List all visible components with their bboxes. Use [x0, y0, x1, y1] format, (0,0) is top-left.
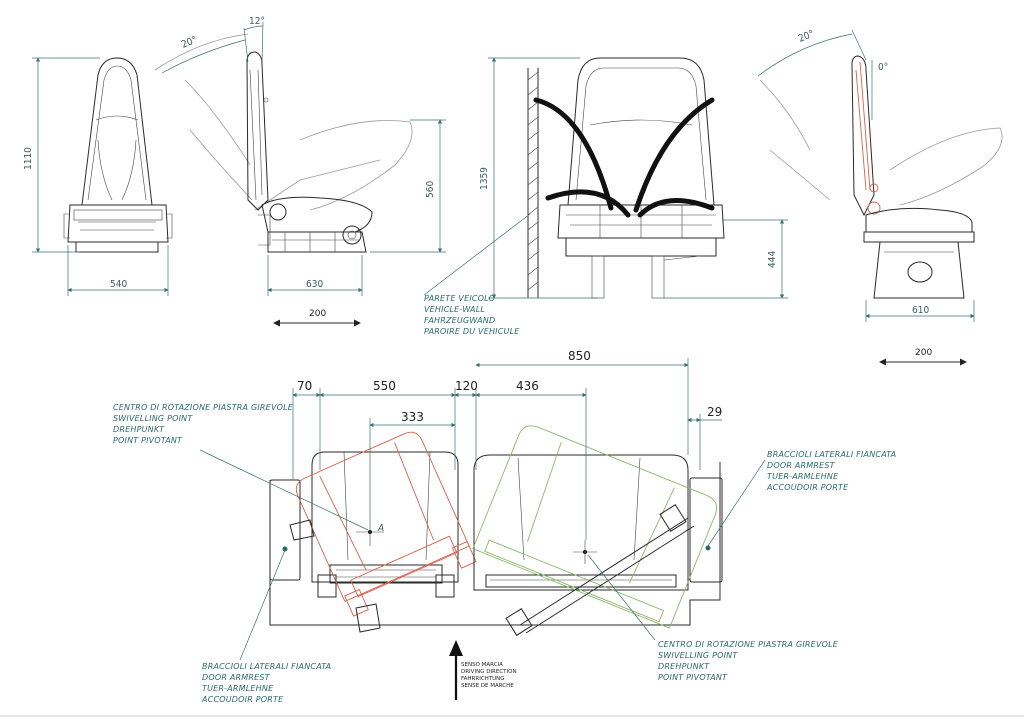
svg-text:436: 436: [516, 379, 539, 393]
dimension-height-1359: 1359: [479, 57, 598, 299]
vehicle-wall: [527, 68, 539, 298]
svg-text:DREHPUNKT: DREHPUNKT: [658, 662, 710, 671]
swivel-arrows-marker: [533, 97, 715, 218]
plan-dimension-850: 850: [475, 349, 689, 455]
dimension-height-444: 444: [664, 219, 788, 299]
svg-text:29: 29: [707, 405, 722, 419]
svg-text:SENSE DE MARCHE: SENSE DE MARCHE: [461, 683, 514, 689]
svg-text:70: 70: [297, 379, 312, 393]
svg-text:630: 630: [306, 279, 323, 290]
svg-text:CENTRO DI ROTAZIONE PIASTRA GI: CENTRO DI ROTAZIONE PIASTRA GIREVOLE: [113, 403, 294, 412]
rear-view-seat: [557, 57, 725, 299]
svg-text:0°: 0°: [878, 62, 888, 73]
armrest-note-right: BRACCIOLI LATERALI FIANCATA DOOR ARMREST…: [707, 450, 896, 547]
svg-text:ACCOUDOIR PORTE: ACCOUDOIR PORTE: [766, 483, 849, 492]
svg-text:1110: 1110: [23, 147, 34, 170]
svg-text:DRIVING DIRECTION: DRIVING DIRECTION: [461, 669, 517, 675]
right-side-view-seat: [759, 55, 1003, 299]
travel-200-right: 200: [879, 348, 967, 366]
svg-text:FAHRRICHTUNG: FAHRRICHTUNG: [461, 676, 505, 682]
dimension-depth-630: 630: [267, 255, 363, 296]
svg-text:ACCOUDOIR PORTE: ACCOUDOIR PORTE: [201, 695, 284, 704]
angle-0: 0°: [871, 60, 888, 120]
dimension-depth-610: 610: [865, 300, 975, 322]
plan-dimension-120: 120: [454, 379, 478, 470]
svg-text:200: 200: [309, 309, 326, 319]
svg-text:540: 540: [110, 279, 127, 290]
plan-view: [269, 425, 723, 636]
svg-text:1359: 1359: [479, 167, 490, 190]
svg-text:BRACCIOLI LATERALI FIANCATA: BRACCIOLI LATERALI FIANCATA: [202, 662, 331, 671]
svg-text:200: 200: [915, 348, 932, 358]
pivot-label: A: [377, 523, 384, 534]
plan-dimension-70: 70: [292, 379, 321, 480]
svg-text:A: A: [377, 523, 384, 534]
angle-20-side: 20°: [161, 35, 246, 74]
svg-text:PAROIRE DU VEHICULE: PAROIRE DU VEHICULE: [424, 327, 520, 336]
svg-text:CENTRO DI ROTAZIONE PIASTRA GI: CENTRO DI ROTAZIONE PIASTRA GIREVOLE: [658, 640, 839, 649]
svg-text:850: 850: [568, 349, 591, 363]
svg-text:12°: 12°: [249, 16, 265, 27]
svg-text:POINT PIVOTANT: POINT PIVOTANT: [113, 436, 183, 445]
plan-dimension-333: 333: [369, 410, 456, 518]
svg-text:120: 120: [455, 379, 478, 393]
svg-text:444: 444: [767, 251, 778, 268]
svg-text:DOOR ARMREST: DOOR ARMREST: [767, 461, 836, 470]
travel-200-left: 200: [273, 309, 361, 327]
vehicle-wall-note: PARETE VEICOLO VEHICLE-WALL FAHRZEUGWAND…: [423, 213, 531, 336]
angle-20-right: 20°: [757, 29, 867, 77]
svg-text:PARETE VEICOLO: PARETE VEICOLO: [424, 294, 495, 303]
svg-text:POINT PIVOTANT: POINT PIVOTANT: [658, 673, 728, 682]
svg-text:TUER-ARMLEHNE: TUER-ARMLEHNE: [202, 684, 274, 693]
svg-text:560: 560: [425, 181, 436, 198]
svg-text:BRACCIOLI LATERALI FIANCATA: BRACCIOLI LATERALI FIANCATA: [767, 450, 896, 459]
plan-dimension-436: 436: [475, 379, 587, 540]
plan-dimension-550: 550: [319, 379, 456, 470]
svg-text:SENSO MARCIA: SENSO MARCIA: [461, 662, 503, 668]
armrest-note-left: BRACCIOLI LATERALI FIANCATA DOOR ARMREST…: [201, 549, 331, 704]
front-view-seat: [63, 57, 173, 253]
dimension-height-1110: 1110: [23, 57, 100, 253]
dimension-height-560: 560: [370, 119, 446, 253]
svg-text:610: 610: [912, 305, 929, 316]
side-view-seat: [154, 33, 413, 253]
svg-text:20°: 20°: [797, 29, 816, 45]
pivot-note-bottom: CENTRO DI ROTAZIONE PIASTRA GIREVOLE SWI…: [587, 554, 839, 682]
svg-text:DOOR ARMREST: DOOR ARMREST: [202, 673, 271, 682]
svg-text:FAHRZEUGWAND: FAHRZEUGWAND: [424, 316, 495, 325]
svg-text:DREHPUNKT: DREHPUNKT: [113, 425, 165, 434]
svg-text:SWIVELLING POINT: SWIVELLING POINT: [113, 414, 193, 423]
dimension-width-540: 540: [67, 245, 169, 296]
svg-text:VEHICLE-WALL: VEHICLE-WALL: [424, 305, 485, 314]
svg-text:SWIVELLING POINT: SWIVELLING POINT: [658, 651, 738, 660]
svg-text:550: 550: [373, 379, 396, 393]
pivot-note-top: CENTRO DI ROTAZIONE PIASTRA GIREVOLE SWI…: [113, 403, 369, 531]
angle-12: 12°: [243, 16, 265, 63]
plan-dimension-29: 29: [687, 405, 722, 470]
svg-text:TUER-ARMLEHNE: TUER-ARMLEHNE: [767, 472, 839, 481]
svg-text:333: 333: [401, 410, 424, 424]
svg-text:20°: 20°: [180, 35, 199, 51]
driving-direction-arrow: SENSO MARCIA DRIVING DIRECTION FAHRRICHT…: [449, 640, 517, 700]
